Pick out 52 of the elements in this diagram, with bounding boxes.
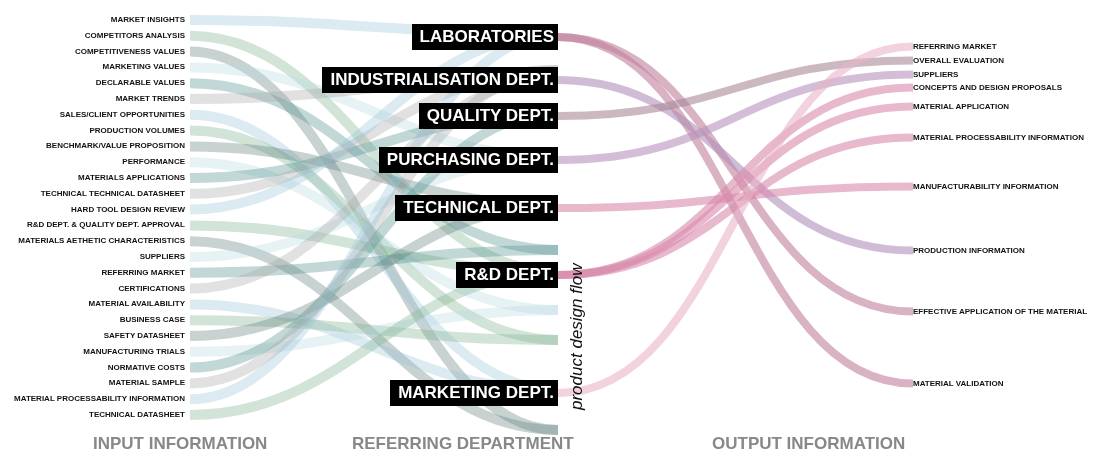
department-box: PURCHASING DEPT. [378,147,558,173]
input-label: PRODUCTION VOLUMES [89,125,185,135]
output-label: PRODUCTION INFORMATION [913,246,1025,255]
input-label: SAFETY DATASHEET [103,331,185,340]
input-label: HARD TOOL DESIGN REVIEW [71,204,185,214]
input-label: TECHNICAL TECHNICAL DATASHEET [40,188,185,198]
flow-ribbon [557,70,914,164]
department-box: MARKETING DEPT. [390,380,558,406]
input-label: BENCHMARK/VALUE PROPOSITION [46,141,185,151]
input-label: TECHNICAL DATASHEET [89,410,185,419]
output-label: EFFECTIVE APPLICATION OF THE MATERIAL [913,307,1088,316]
input-label: MARKET TRENDS [115,94,185,103]
input-label: PERFORMANCE [122,157,185,167]
input-label: MATERIALS AETHETIC CHARACTERISTICS [18,236,185,246]
output-label: OVERALL EVALUATION [913,56,1005,65]
output-label: CONCEPTS AND DESIGN PROPOSALS [913,83,1063,92]
column-heading: REFERRING DEPARTMENT [352,434,574,454]
flow-ribbon [557,76,914,255]
column-heading: OUTPUT INFORMATION [712,434,906,454]
input-label: MARKET INSIGHTS [110,15,185,24]
input-label: NORMATIVE COSTS [107,362,185,372]
department-box: INDUSTRIALISATION DEPT. [322,67,558,93]
input-label: COMPETITIVENESS VALUES [74,46,185,56]
input-label: CERTIFICATIONS [118,283,185,293]
department-box: R&D DEPT. [456,262,558,288]
output-label: MATERIAL PROCESSABILITY INFORMATION [913,133,1084,142]
input-label: BUSINESS CASE [119,315,185,325]
input-label: R&D DEPT. & QUALITY DEPT. APPROVAL [26,220,185,230]
input-label: MATERIAL SAMPLE [108,378,185,388]
input-label: MANUFACTURING TRIALS [83,346,185,356]
department-box: LABORATORIES [411,24,558,50]
input-label: SUPPLIERS [139,252,185,261]
output-label: REFERRING MARKET [913,42,997,51]
input-label: MATERIAL AVAILABILITY [88,299,185,309]
department-box: TECHNICAL DEPT. [395,195,558,221]
input-label: COMPETITORS ANALYSIS [84,30,185,40]
flow-ribbon [557,56,914,120]
output-label: MATERIAL VALIDATION [913,379,1004,388]
column-heading: INPUT INFORMATION [93,434,268,454]
output-label: MATERIAL APPLICATION [913,102,1010,111]
flow-ribbon [557,182,914,212]
department-box: QUALITY DEPT. [418,103,558,129]
flow-direction-label: product design flow [567,263,587,410]
input-label: MATERIALS APPLICATIONS [78,173,185,182]
flow-ribbon [557,133,914,279]
output-label: SUPPLIERS [913,70,959,79]
input-label: DECLARABLE VALUES [95,78,185,88]
input-label: SALES/CLIENT OPPORTUNITIES [59,109,185,119]
input-label: REFERRING MARKET [101,267,185,277]
input-label: MATERIAL PROCESSABILITY INFORMATION [14,394,185,404]
output-label: MANUFACTURABILITY INFORMATION [913,182,1059,191]
input-label: MARKETING VALUES [102,62,185,72]
